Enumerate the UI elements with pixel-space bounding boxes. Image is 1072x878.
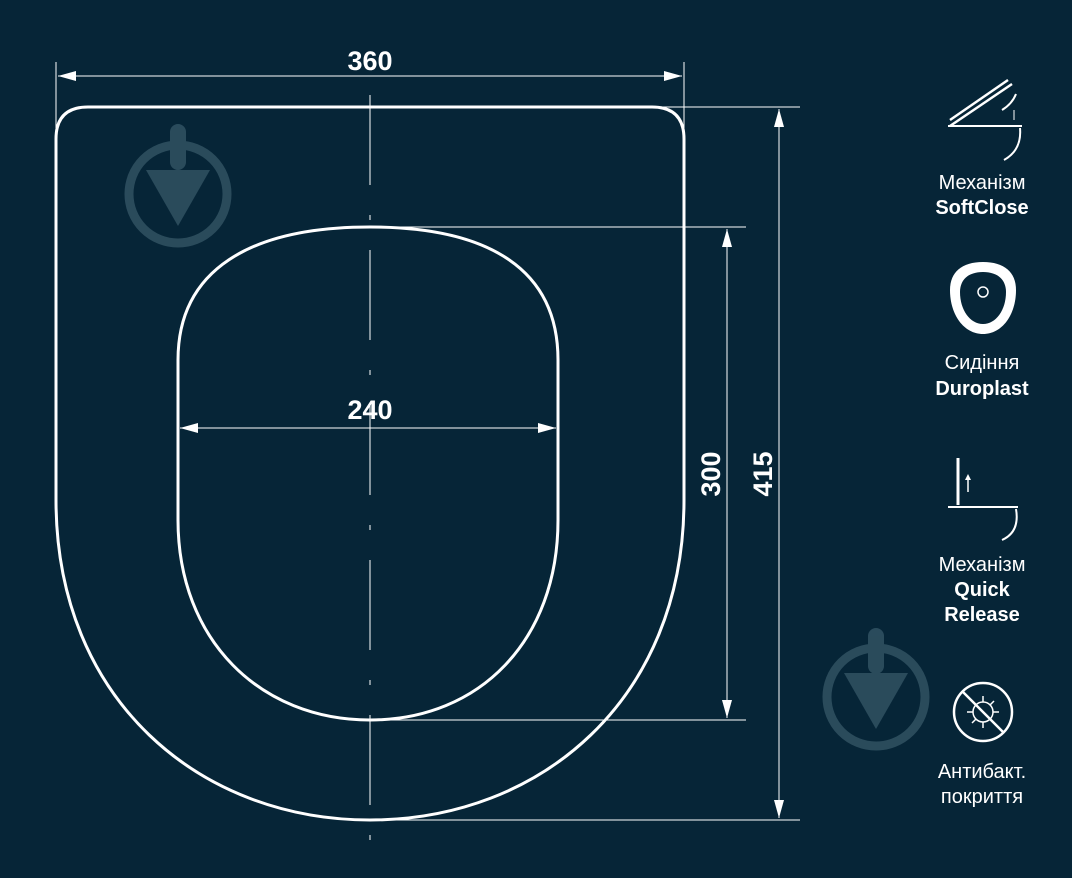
feature-quick-release-line3: Release	[944, 604, 1020, 626]
feature-quick-release-line2: Quick	[954, 579, 1010, 601]
dimension-inner-height: 300	[370, 226, 746, 721]
feature-duroplast-line2: Duroplast	[935, 378, 1029, 400]
antibacterial-icon	[952, 681, 1014, 743]
softclose-hinge-icon	[948, 78, 1022, 161]
feature-quick-release: Механізм Quick Release	[939, 458, 1026, 626]
outer-width-label: 360	[347, 46, 392, 76]
dimension-inner-width: 240	[180, 395, 556, 433]
dimension-outer-height: 415	[370, 106, 800, 821]
feature-softclose-line1: Механізм	[939, 172, 1026, 194]
inner-height-label: 300	[696, 451, 726, 496]
feature-softclose-line2: SoftClose	[935, 197, 1028, 219]
feature-antibacterial-line2: покриття	[941, 786, 1023, 808]
feature-antibacterial: Антибакт. покриття	[938, 681, 1026, 808]
dimension-outer-width: 360	[55, 46, 685, 128]
inner-opening-outline	[176, 225, 560, 722]
feature-duroplast-line1: Сидіння	[945, 352, 1020, 374]
feature-softclose: Механізм SoftClose	[935, 78, 1029, 219]
watermark-logo-top	[124, 124, 232, 248]
seat-ring-icon	[950, 262, 1016, 334]
feature-duroplast: Сидіння Duroplast	[935, 262, 1029, 400]
outer-height-label: 415	[748, 451, 778, 496]
inner-width-label: 240	[347, 395, 392, 425]
quick-release-icon	[948, 458, 1018, 541]
watermark-logo-bottom	[822, 628, 930, 751]
feature-antibacterial-line1: Антибакт.	[938, 761, 1026, 783]
feature-quick-release-line1: Механізм	[939, 554, 1026, 576]
